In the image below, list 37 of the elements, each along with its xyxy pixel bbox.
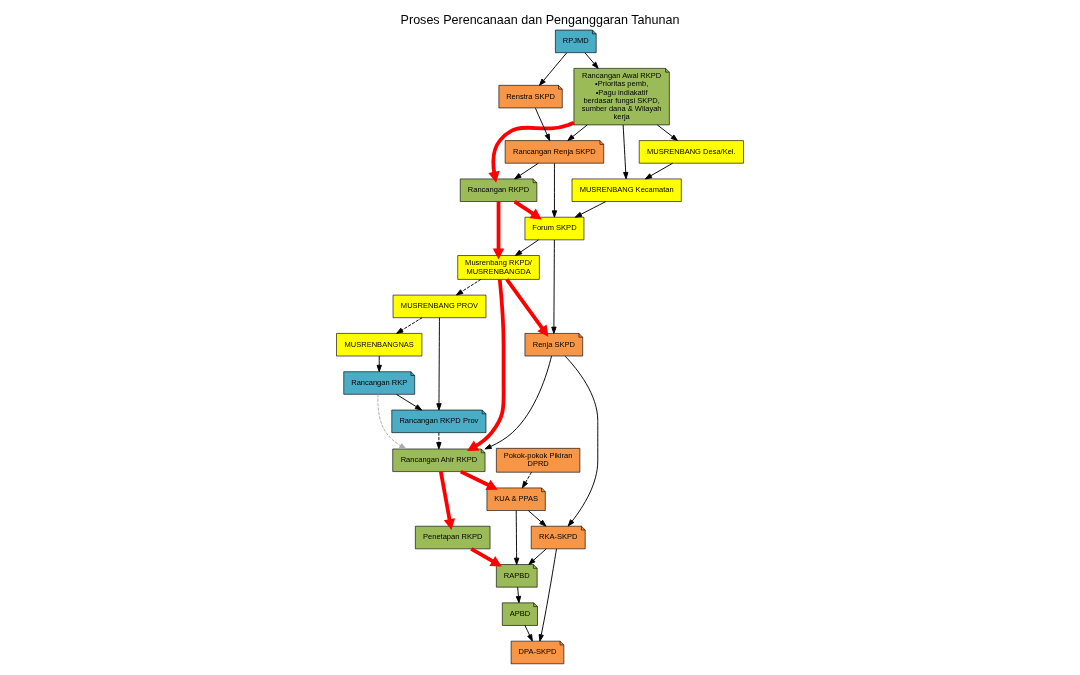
arrow bbox=[488, 120, 575, 183]
arrow bbox=[396, 317, 423, 334]
arrow bbox=[470, 547, 502, 567]
arrow bbox=[584, 52, 599, 69]
arrow bbox=[439, 471, 456, 530]
arrow bbox=[539, 52, 568, 86]
arrow bbox=[521, 471, 532, 489]
arrow bbox=[460, 469, 498, 490]
arrow bbox=[513, 200, 542, 220]
arrow bbox=[564, 355, 599, 527]
arrow bbox=[567, 124, 588, 141]
arrow bbox=[466, 279, 506, 451]
arrow bbox=[538, 548, 557, 642]
arrow bbox=[551, 162, 558, 218]
arrow bbox=[551, 239, 557, 334]
arrow bbox=[656, 124, 678, 141]
arrow bbox=[396, 393, 423, 411]
arrow bbox=[524, 625, 533, 642]
arrow bbox=[622, 124, 629, 180]
arrow bbox=[534, 107, 551, 142]
arrow bbox=[513, 510, 520, 565]
arrow bbox=[574, 201, 607, 218]
diagram-title: Proses Perencanaan dan Penganggaran Tahunan bbox=[400, 12, 680, 27]
arrow bbox=[514, 239, 540, 256]
arrow bbox=[514, 162, 539, 180]
arrow bbox=[644, 162, 674, 180]
arrow bbox=[527, 510, 547, 527]
arrow bbox=[377, 393, 407, 450]
arrow bbox=[376, 355, 382, 373]
arrow bbox=[505, 278, 549, 337]
arrow bbox=[455, 278, 482, 296]
arrow bbox=[436, 432, 442, 450]
arrow bbox=[436, 317, 442, 411]
arrow bbox=[484, 355, 552, 450]
arrow bbox=[528, 548, 547, 565]
arrow bbox=[515, 586, 522, 604]
arrow bbox=[492, 201, 505, 260]
